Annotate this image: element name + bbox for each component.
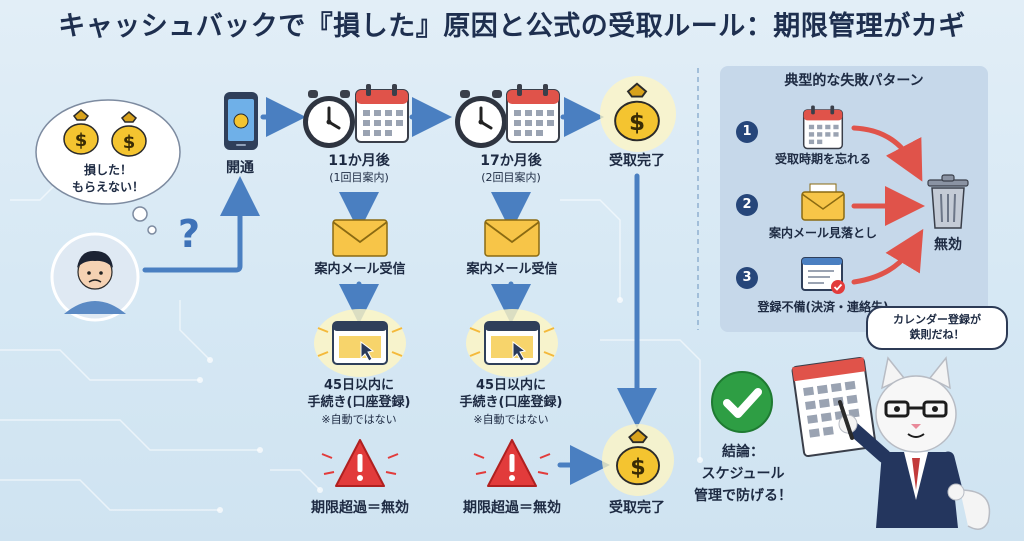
- calendar-icon: [506, 84, 560, 143]
- procedure-2-line2: 手続き(口座登録): [459, 395, 563, 410]
- smartphone-icon: [224, 92, 258, 150]
- procedure-1-line1: 45日以内に: [323, 378, 395, 393]
- failure-number-3: 3: [736, 267, 758, 289]
- money-bag-icon: $: [614, 82, 660, 142]
- procedure-2-line1: 45日以内に: [475, 378, 547, 393]
- conclusion-line2: スケジュール: [701, 466, 785, 482]
- svg-text:$: $: [123, 132, 136, 153]
- mail-received-label-2: 案内メール受信: [466, 262, 558, 277]
- received-bottom-label: 受取完了: [609, 500, 665, 516]
- thought-text-2: もらえない！: [71, 180, 144, 194]
- svg-text:$: $: [630, 454, 646, 480]
- failure-label-2: 案内メール見落とし: [768, 226, 877, 240]
- calendar-icon: [802, 105, 844, 150]
- month17-label: 17か月後: [480, 153, 542, 169]
- failure-panel-title: 典型的な失敗パターン: [784, 73, 924, 89]
- procedure-2-note: ※自動ではない: [473, 413, 549, 426]
- failure-label-1: 受取時期を忘れる: [774, 152, 871, 166]
- person-avatar: [50, 232, 140, 322]
- money-bag-icon: $: [111, 111, 147, 157]
- cat-speech-bubble: カレンダー登録が 鉄則だね！: [866, 306, 1008, 350]
- page-title: キャッシュバックで『損した』原因と公式の受取ルール：期限管理がカギ: [58, 11, 966, 42]
- warning-icon: [473, 439, 551, 487]
- conclusion-line1: 結論：: [722, 444, 764, 460]
- procedure-1-note: ※自動ではない: [321, 413, 397, 426]
- cat-speech-line2: 鉄則だね！: [909, 327, 965, 341]
- money-bag-icon: $: [63, 109, 99, 155]
- month11-label: 11か月後: [328, 153, 390, 169]
- envelope-icon: [332, 219, 388, 257]
- conclusion-line3: 管理で防げる！: [694, 488, 792, 504]
- money-bag-icon: $: [616, 428, 660, 486]
- clock-icon: [455, 90, 507, 148]
- received-top-label: 受取完了: [609, 153, 665, 169]
- clock-icon: [303, 90, 355, 148]
- expired-label-1: 期限超過＝無効: [311, 500, 409, 516]
- month17-sub: (2回目案内): [481, 171, 541, 184]
- expired-label-2: 期限超過＝無効: [463, 500, 561, 516]
- svg-text:$: $: [75, 130, 88, 151]
- failure-number-2: 2: [736, 194, 758, 216]
- month11-sub: (1回目案内): [329, 171, 389, 184]
- cat-mascot: [791, 356, 991, 530]
- svg-text:$: $: [629, 110, 645, 136]
- thought-text-1: 損した！: [83, 163, 132, 177]
- trash-can-icon: [927, 174, 969, 229]
- failure-number-1: 1: [736, 121, 758, 143]
- envelope-icon: [801, 183, 845, 221]
- browser-window-icon: [332, 321, 388, 365]
- checkmark-icon: [711, 371, 773, 433]
- form-document-icon: [801, 257, 845, 294]
- failure-label-3: 登録不備(決済・連絡先): [757, 300, 889, 314]
- cat-speech-line1: カレンダー登録が: [893, 313, 981, 326]
- envelope-icon: [484, 219, 540, 257]
- invalid-result-label: 無効: [934, 237, 962, 253]
- warning-icon: [321, 439, 399, 487]
- mail-received-label-1: 案内メール受信: [314, 262, 406, 277]
- question-mark-icon: ?: [178, 212, 201, 256]
- flow-start-label: 開通: [226, 160, 254, 176]
- calendar-icon: [355, 84, 409, 143]
- browser-window-icon: [484, 321, 540, 365]
- procedure-1-line2: 手続き(口座登録): [307, 395, 411, 410]
